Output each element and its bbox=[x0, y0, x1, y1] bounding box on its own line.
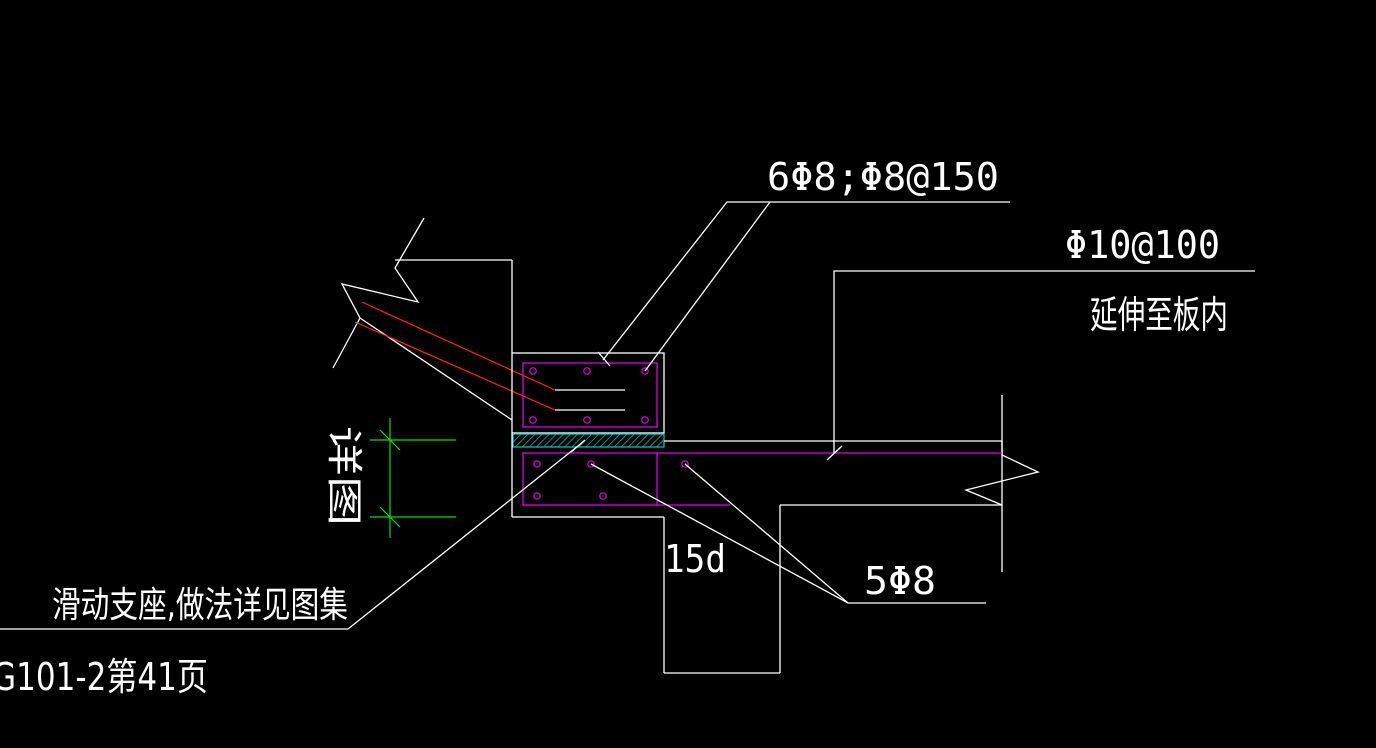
rebar-dot bbox=[681, 460, 689, 468]
rebar-dot bbox=[533, 492, 541, 500]
rebar-dot bbox=[529, 416, 537, 424]
leader-lines bbox=[0, 201, 1255, 630]
rebar-dot bbox=[641, 416, 649, 424]
lower-beam-and-slab bbox=[511, 395, 1040, 674]
anchor-length-label: 15d bbox=[664, 537, 726, 581]
sliding-support-label: 滑动支座,做法详见图集 bbox=[52, 585, 348, 626]
dimension-label: 详图 bbox=[323, 426, 364, 526]
rebar-dot bbox=[533, 460, 541, 468]
stirrup-label: 6Φ8;Φ8@150 bbox=[767, 155, 999, 199]
atlas-reference-label: G101-2第41页 bbox=[0, 655, 208, 699]
rebar-dot bbox=[583, 367, 591, 375]
slab-bar-label: Φ10@100 bbox=[1065, 223, 1220, 267]
stair-slab-outline bbox=[332, 217, 513, 421]
rebar-dot bbox=[599, 492, 607, 500]
dimension-mark bbox=[370, 418, 456, 538]
rebar-dot bbox=[587, 460, 595, 468]
upper-beam bbox=[511, 352, 665, 434]
bottom-bars-label: 5Φ8 bbox=[864, 559, 936, 603]
sliding-bearing-layer bbox=[512, 433, 665, 448]
rebar-dot bbox=[641, 367, 649, 375]
stair-rebar bbox=[354, 301, 625, 411]
rebar-dot bbox=[529, 367, 537, 375]
rebar-dot bbox=[583, 416, 591, 424]
slab-bar-note: 延伸至板内 bbox=[1090, 293, 1228, 337]
